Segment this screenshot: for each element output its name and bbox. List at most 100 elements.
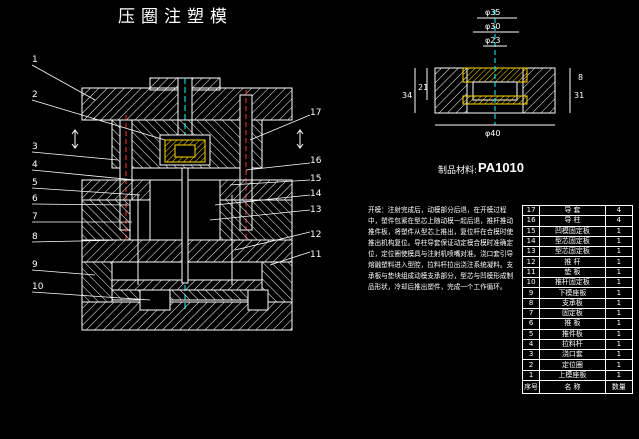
bom-cell-qty: 1 [604,307,634,320]
bom-cell-name: 凹模固定板 [539,225,606,237]
bom-cell-no: 5 [521,328,541,340]
bom-cell-name: 拉料杆 [539,338,606,351]
dim-label: 31 [574,91,584,100]
bom-cell-no: 17 [521,204,541,217]
bom-cell-qty: 1 [604,359,634,371]
bom-cell-qty: 1 [604,328,634,340]
bom-cell-name: 推 板 [539,318,606,330]
callout-number: 11 [310,250,321,260]
bom-cell-qty: 1 [604,235,634,248]
dim-label: 34 [402,91,412,100]
bom-cell-name: 推件板 [539,328,606,340]
callout-number: 12 [310,230,321,240]
bom-cell-qty: 1 [604,246,634,258]
callout-number: 15 [310,174,321,184]
dim-label: φ35 [485,8,500,17]
ejector-plate [111,289,263,301]
bom-cell-name: 下模座板 [539,287,606,299]
callout-number: 17 [310,108,321,118]
bom-cell-name: 垫 板 [539,266,606,279]
bom-cell-no: 序号 [521,380,541,395]
callout-number: 8 [32,232,38,242]
material-value: PA1010 [478,160,525,175]
bom-cell-no: 16 [521,215,541,227]
bom-cell-qty: 1 [604,297,634,309]
bom-cell-no: 2 [521,359,541,371]
bom-cell-qty: 1 [604,287,634,299]
bom-cell-name: 型芯固定板 [539,235,606,248]
bom-cell-no: 8 [521,297,541,309]
bom-cell-no: 15 [521,225,541,237]
callout-number: 16 [310,156,322,166]
dim-label: 8 [578,73,583,82]
dim-label: φ23 [485,36,500,45]
callout-number: 6 [32,194,38,204]
bom-header-row: 序号名 称数量 [521,380,634,395]
material-label: 制品材料: [438,166,478,176]
callout-number: 9 [32,260,38,270]
bom-cell-no: 7 [521,307,541,320]
bom-cell-qty: 1 [604,277,634,289]
callout-number: 13 [310,205,321,215]
bom-cell-no: 10 [521,277,541,289]
callout-number: 1 [32,55,38,65]
bom-cell-qty: 4 [604,204,634,217]
callout-leaders [31,64,311,301]
callout-number: 10 [32,282,44,292]
bom-cell-name: 推杆固定板 [539,277,606,289]
bom-cell-qty: 1 [604,266,634,279]
bom-cell-no: 1 [521,369,541,382]
bom-cell-no: 12 [521,256,541,268]
bom-cell-qty: 1 [604,349,634,361]
bom-cell-no: 14 [521,235,541,248]
bom-cell-no: 6 [521,318,541,330]
callout-number: 4 [32,160,38,170]
bom-cell-name: 型芯固定板 [539,246,606,258]
part-view [414,10,571,126]
mold-section [71,77,304,331]
drawing-title: 压圈注塑模 [118,7,233,27]
bom-cell-name: 定位圈 [539,359,606,371]
bom-cell-name: 推 杆 [539,256,606,268]
bom-cell-qty: 1 [604,225,634,237]
bom-cell-name: 上模座板 [539,369,606,382]
bom-cell-name: 导 套 [539,204,606,217]
bom-cell-name: 导 柱 [539,215,606,227]
bom-cell-no: 9 [521,287,541,299]
bom-cell-no: 11 [521,266,541,279]
bom-cell-qty: 1 [604,318,634,330]
callout-number: 14 [310,189,322,199]
callout-numbers: 1 2 3 4 5 6 7 8 9 10 11 12 13 14 15 16 1… [32,55,322,292]
part-dim-labels: φ35 φ30 φ23 φ40 21 34 31 8 [402,8,584,138]
dim-label: φ30 [485,22,500,31]
callout-number: 5 [32,178,38,188]
bom-cell-no: 13 [521,246,541,258]
technical-notes: 开模：注射完成后，动模部分后退，在开模过程中，塑件包紧在型芯上随动模一起后退，推… [368,206,514,291]
bom-cell-no: 4 [521,338,541,351]
bom-cell-qty: 4 [604,215,634,227]
callout-number: 3 [32,142,38,152]
callout-number: 7 [32,212,38,222]
bom-cell-qty: 1 [604,256,634,268]
bom-cell-qty: 1 [604,338,634,351]
bom-cell-qty: 数量 [604,380,634,395]
bom-cell-name: 名 称 [539,380,606,395]
callout-number: 2 [32,90,38,100]
